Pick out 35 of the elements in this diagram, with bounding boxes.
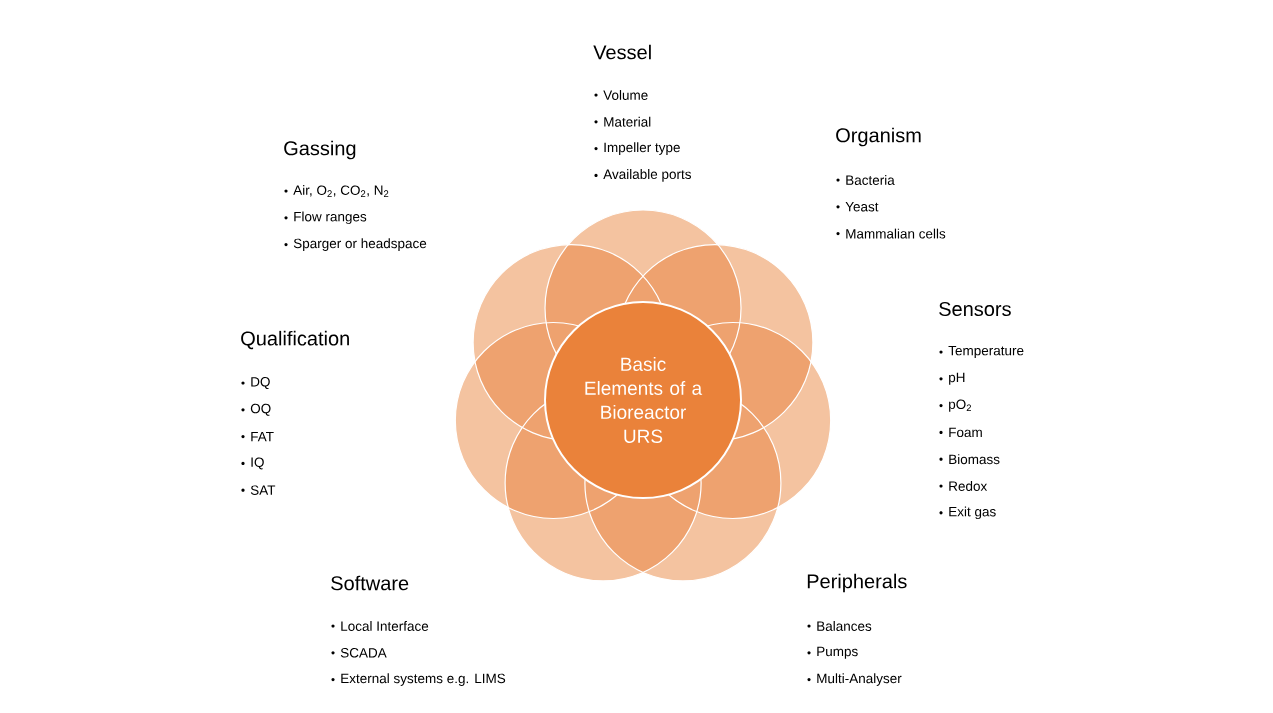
heading: Peripherals xyxy=(807,573,907,593)
heading: Software xyxy=(331,575,409,591)
list-item: SCADA xyxy=(331,648,387,658)
heading: Vessel xyxy=(593,44,651,60)
list-item: Material xyxy=(594,116,651,127)
list-item: Multi-Analyser xyxy=(807,673,902,686)
list-item: Yeast xyxy=(836,202,879,212)
list-item: External systems e.g. LIMS xyxy=(331,673,506,686)
heading: Qualification xyxy=(241,330,349,350)
list-item: IQ xyxy=(241,457,264,470)
heading: Gassing xyxy=(284,140,356,160)
heading: Sensors xyxy=(939,301,1011,317)
heading: Organism xyxy=(836,127,921,147)
list-item: OQ xyxy=(241,403,271,416)
list-item: pH xyxy=(939,372,965,385)
list-item: Sparger or headspace xyxy=(284,238,427,251)
list-item: Local Interface xyxy=(331,621,429,631)
list-item: DQ xyxy=(241,377,270,389)
list-item: Exit gas xyxy=(939,506,996,520)
list-item: Flow ranges xyxy=(284,211,367,225)
list-item: Temperature xyxy=(939,345,1024,359)
list-item: Balances xyxy=(807,621,872,631)
list-item: Volume xyxy=(594,90,648,100)
list-item: Redox xyxy=(939,481,988,491)
list-item: Bacteria xyxy=(836,175,895,185)
list-item: Air, O$_{2}$, CO$_{2}$, N$_{2}$ xyxy=(284,185,389,197)
list-item: SAT xyxy=(241,485,276,495)
list-item: Mammalian cells xyxy=(836,228,946,239)
list-item: Available ports xyxy=(594,169,691,182)
list-item: pO$_{2}$ xyxy=(939,399,971,412)
list-item: Biomass xyxy=(939,454,1000,465)
list-item: Pumps xyxy=(807,646,858,659)
list-item: Foam xyxy=(939,427,982,438)
list-item: Impeller type xyxy=(594,142,680,155)
list-item: FAT xyxy=(241,431,274,442)
